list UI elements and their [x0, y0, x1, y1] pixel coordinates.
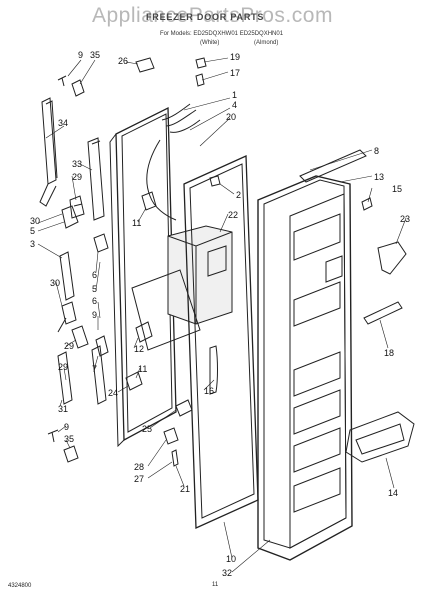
callout-22: 22 — [228, 210, 238, 220]
outer-door-shell — [257, 175, 353, 561]
part-28 — [163, 427, 179, 445]
color-white-label: (White) — [200, 40, 220, 46]
callout-9-mid: 9 — [92, 310, 97, 320]
callout-17: 17 — [230, 68, 240, 78]
screw-15 — [361, 197, 373, 211]
callout-11-upper: 11 — [132, 218, 141, 228]
bracket-5 — [61, 205, 79, 229]
hinge-30-lower — [57, 301, 77, 333]
callout-30-lower: 30 — [50, 278, 60, 288]
wire-harness — [146, 103, 201, 221]
callout-8: 8 — [374, 146, 379, 156]
part-25 — [175, 399, 193, 417]
inner-door-panel — [109, 106, 177, 448]
callout-4: 4 — [232, 100, 237, 110]
bracket-7 — [95, 335, 109, 357]
callout-25: 25 — [142, 424, 152, 434]
callout-15: 15 — [392, 184, 402, 194]
callout-11-lower: 11 — [138, 364, 147, 374]
callout-9-bottom: 9 — [64, 422, 69, 432]
part-11 — [141, 191, 157, 211]
insulation-tray — [131, 269, 201, 351]
handle-16 — [209, 345, 218, 395]
ice-chute-23 — [377, 241, 407, 275]
door-cap-8 — [299, 149, 367, 183]
screw-35-bottom — [63, 445, 79, 463]
callout-5-b: 5 — [92, 284, 97, 294]
callout-16: 16 — [204, 386, 214, 396]
callout-6-b: 6 — [92, 296, 97, 306]
callout-1: 1 — [232, 90, 237, 100]
color-almond-label: (Almond) — [254, 40, 279, 46]
callout-5: 5 — [30, 226, 35, 236]
callout-14: 14 — [388, 488, 398, 498]
diagram-title: FREEZER DOOR PARTS — [146, 12, 265, 22]
callout-28: 28 — [134, 462, 144, 472]
door-shelf-5 — [293, 427, 341, 473]
part-17 — [195, 73, 205, 87]
dispenser-housing — [167, 225, 233, 325]
callout-9-top: 9 — [78, 50, 83, 60]
strip-31 — [57, 351, 73, 405]
page-number: 11 — [212, 582, 219, 588]
bracket-lower — [71, 325, 89, 349]
screw-35-top — [71, 79, 85, 97]
strip-3 — [59, 251, 75, 301]
callout-26: 26 — [118, 56, 128, 66]
door-shelf-top — [293, 213, 341, 261]
callout-35-bottom: 35 — [64, 434, 74, 444]
callout-32: 32 — [222, 568, 232, 578]
screw-9-top — [57, 75, 67, 87]
callout-30-upper: 30 — [30, 216, 40, 226]
callout-2: 2 — [236, 190, 241, 200]
callout-20: 20 — [226, 112, 236, 122]
callout-3: 3 — [30, 239, 35, 249]
callout-34: 34 — [58, 118, 68, 128]
callout-12: 12 — [134, 344, 144, 354]
trim-strip-34 — [39, 97, 58, 207]
cap-12 — [135, 321, 153, 343]
callout-35-top: 35 — [90, 50, 100, 60]
callout-19: 19 — [230, 52, 240, 62]
door-shelf-mid — [293, 281, 341, 327]
screw-27 — [171, 449, 179, 467]
callout-18: 18 — [384, 348, 394, 358]
hinge-pin-6 — [93, 233, 109, 253]
callout-27: 27 — [134, 474, 144, 484]
door-shelf-3 — [293, 351, 341, 397]
callout-29-b: 29 — [58, 362, 68, 372]
door-gasket — [183, 155, 259, 529]
callout-21: 21 — [180, 484, 190, 494]
callout-13: 13 — [374, 172, 384, 182]
callout-6-a: 6 — [92, 270, 97, 280]
watermark: AppliancePartsPros.com — [92, 4, 333, 27]
callout-24: 24 — [108, 388, 118, 398]
trim-strip-33 — [87, 137, 105, 221]
screw-19 — [195, 57, 207, 69]
callout-10: 10 — [226, 554, 236, 564]
document-number: 4324800 — [8, 583, 32, 589]
door-shelf-4 — [293, 389, 341, 435]
model-subtitle: For Models: ED25DQXHW01 ED25DQXHN01 — [160, 31, 284, 37]
callout-29-upper: 29 — [72, 172, 82, 182]
screw-9-bottom — [47, 429, 59, 443]
fitting-2 — [209, 175, 221, 187]
strip-7 — [91, 345, 107, 405]
dispenser-opening — [325, 255, 343, 283]
hinge-29 — [69, 195, 85, 219]
switch-24 — [125, 371, 143, 391]
callout-29-lower: 29 — [64, 341, 74, 351]
callout-23: 23 — [400, 214, 410, 224]
callout-7: 7 — [92, 364, 97, 374]
callout-31: 31 — [58, 404, 68, 414]
door-shelf-6 — [293, 467, 341, 513]
door-bin-14 — [345, 411, 415, 463]
part-26 — [135, 57, 155, 73]
shelf-trim-18 — [363, 301, 403, 325]
callout-33: 33 — [72, 159, 82, 169]
